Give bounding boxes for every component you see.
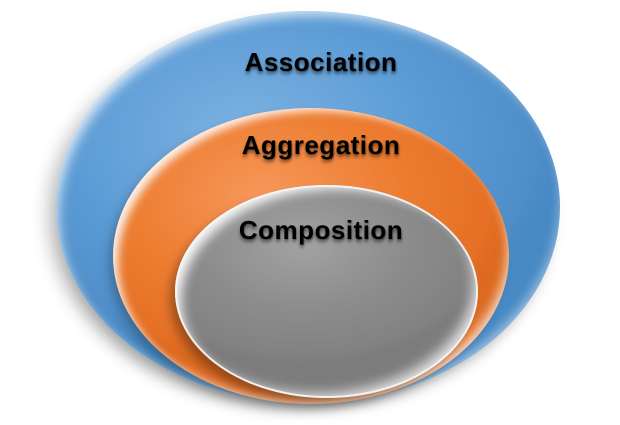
composition-label: Composition bbox=[238, 215, 404, 245]
composition-ellipse bbox=[175, 185, 478, 398]
association-label: Association bbox=[244, 47, 398, 77]
aggregation-label: Aggregation bbox=[241, 130, 401, 160]
